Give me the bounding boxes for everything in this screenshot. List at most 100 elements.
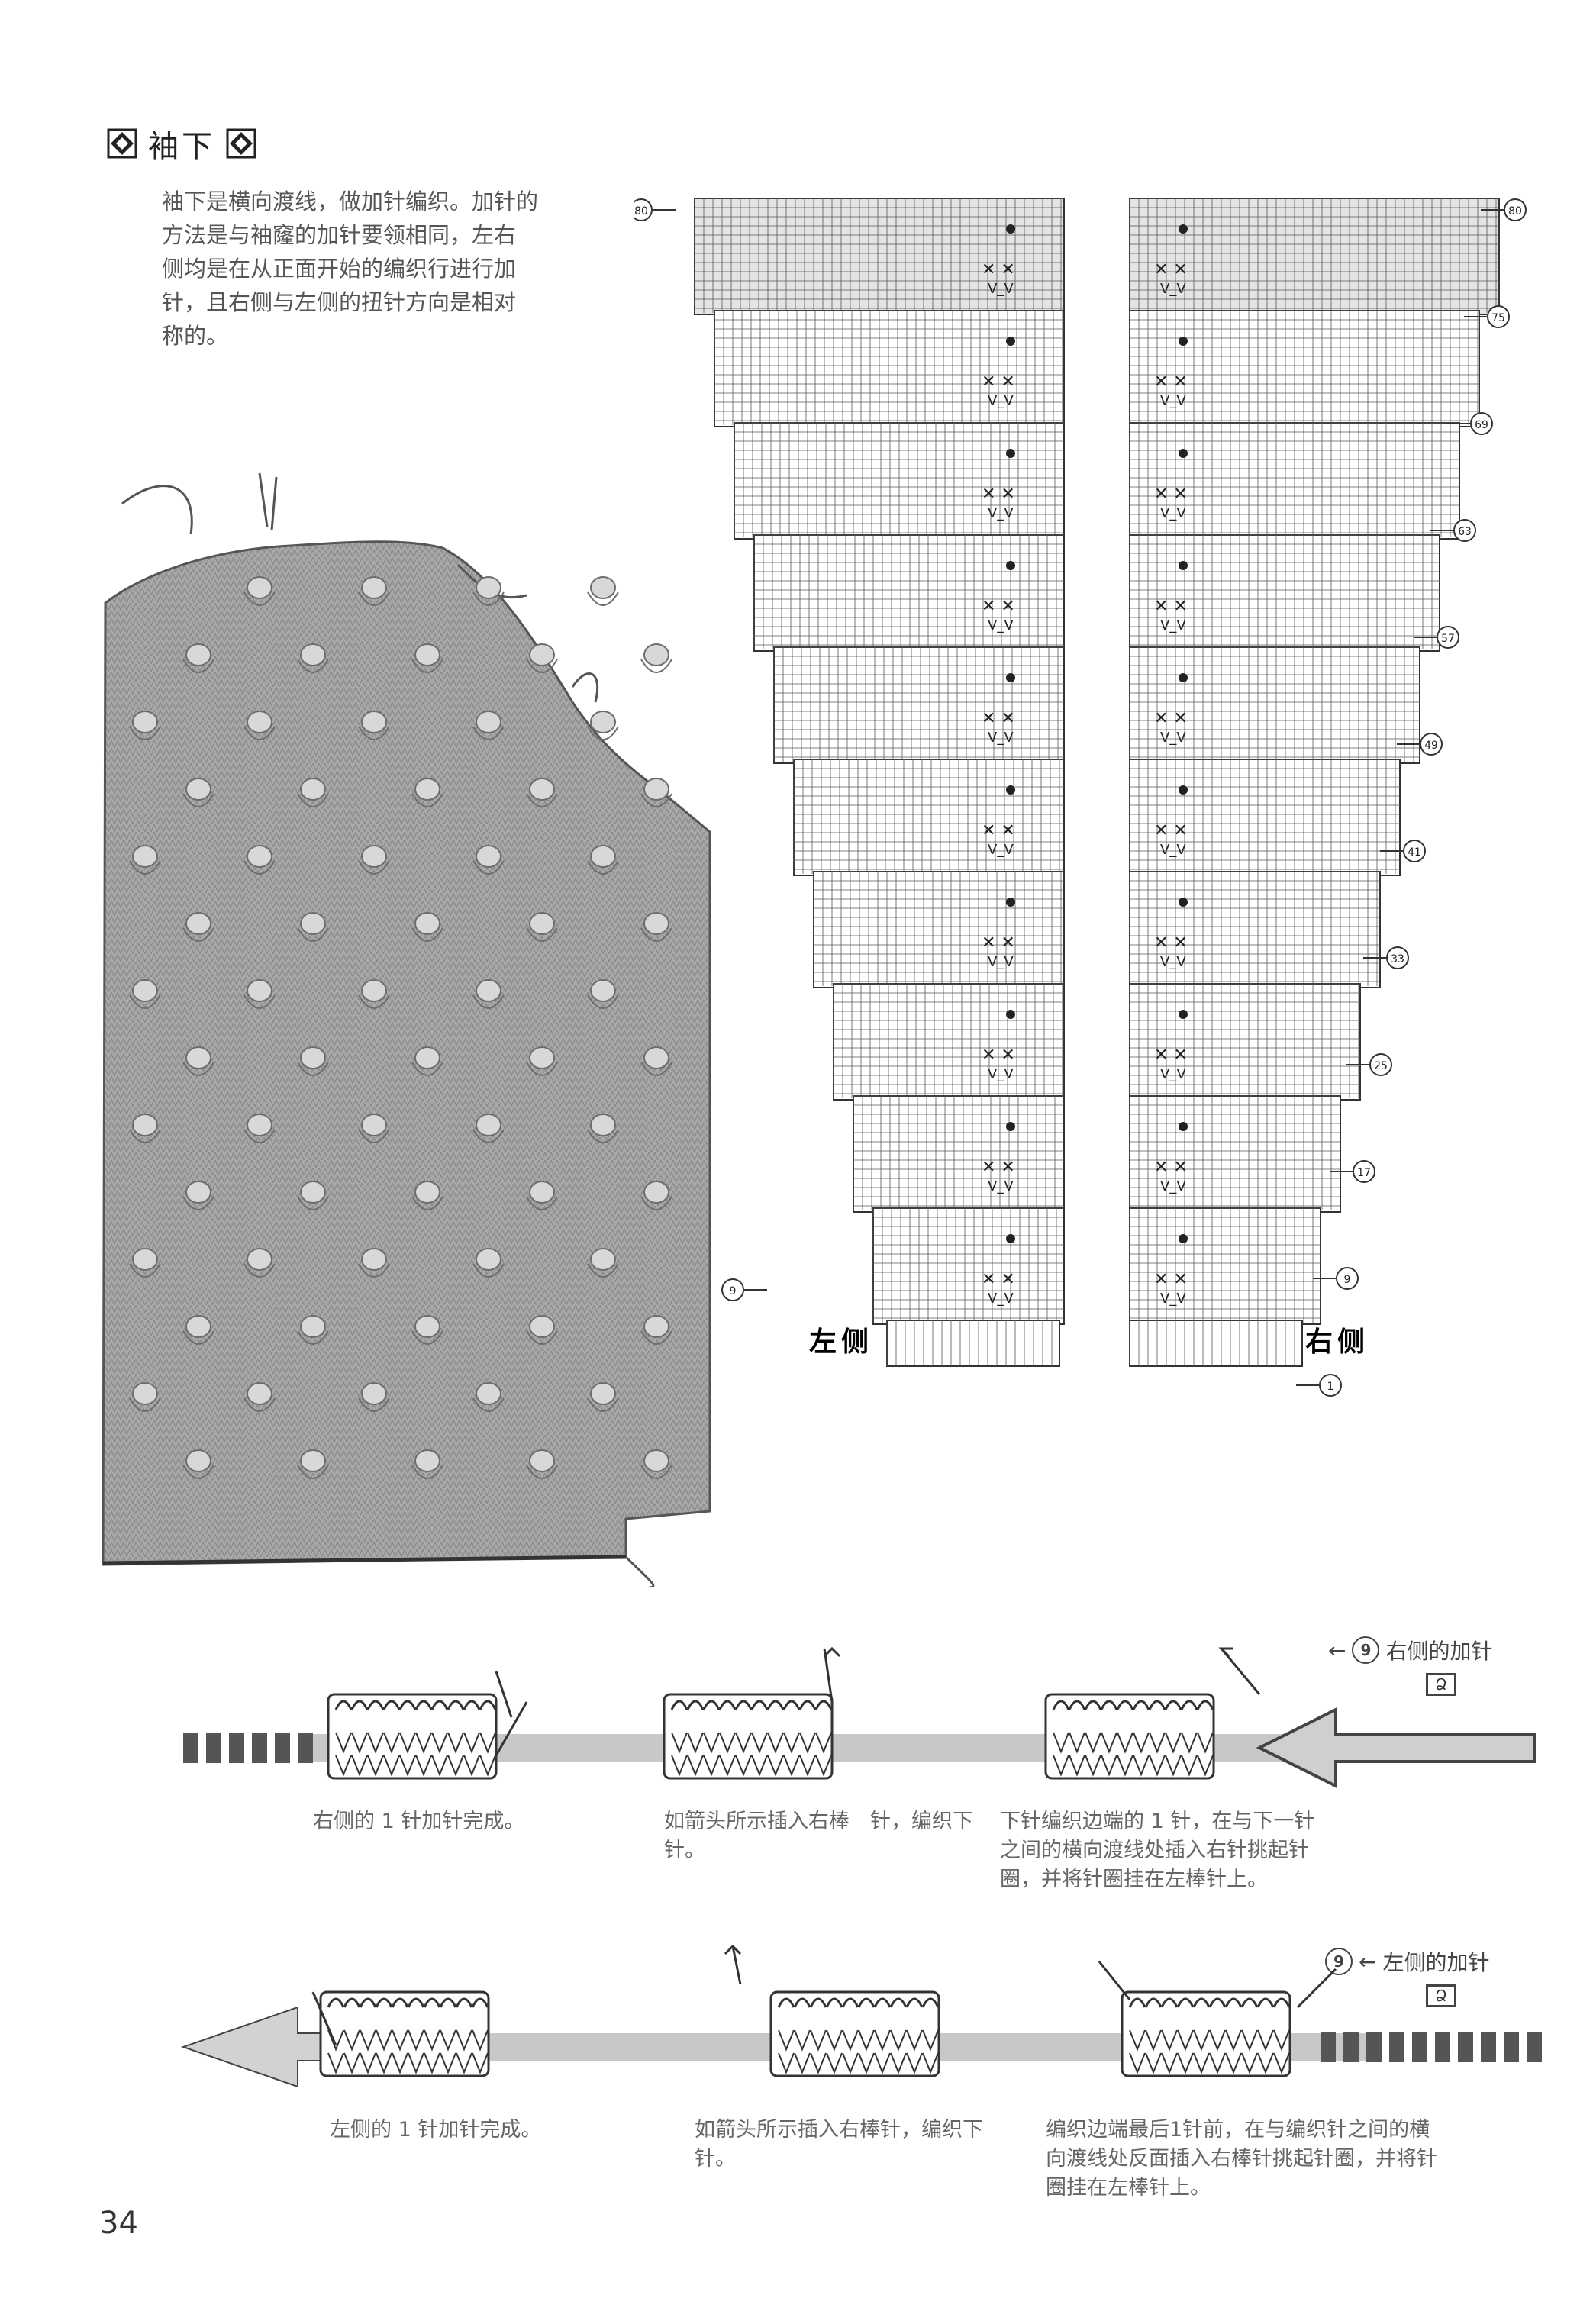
row-marker-label: 57 — [1441, 633, 1455, 645]
arrow-left-icon: ← — [1359, 1948, 1377, 1974]
bobble-stitch — [182, 1046, 214, 1076]
slip-symbol: V_V — [1160, 505, 1186, 521]
bobble-symbol — [1006, 449, 1015, 458]
bobble-symbol — [1179, 337, 1188, 346]
increase-symbol: Ձ — [1435, 1987, 1447, 2005]
knit-fabric — [1121, 1990, 1291, 2077]
bobble-stitch — [411, 1449, 443, 1479]
bobble-stitch — [411, 1046, 443, 1076]
slip-symbol: V_V — [988, 954, 1014, 970]
row-marker-label: 25 — [1374, 1060, 1388, 1072]
bobble-stitch — [472, 1382, 505, 1412]
cross-symbol: ✕ ✕ — [1154, 1046, 1188, 1065]
right-increase-title-text: 右侧的加针 — [1385, 1639, 1493, 1664]
cross-symbol: ✕ ✕ — [982, 597, 1015, 616]
cross-symbol: ✕ ✕ — [982, 821, 1015, 840]
bobble-stitch — [182, 778, 214, 807]
bobble-symbol — [1179, 673, 1188, 682]
chart-step-block — [793, 759, 1065, 876]
cross-symbol: ✕ ✕ — [982, 933, 1015, 952]
cross-symbol: ✕ ✕ — [982, 709, 1015, 728]
chart-step-block — [853, 1095, 1065, 1213]
right-step-3-caption: 右侧的 1 针加针完成。 — [313, 1810, 525, 1833]
bobble-stitch — [243, 1114, 276, 1143]
chart-step-block — [872, 1207, 1065, 1325]
bobble-symbol — [1006, 673, 1015, 682]
cross-symbol: ✕ ✕ — [982, 485, 1015, 504]
chart-step-block — [886, 1320, 1060, 1367]
bobble-stitch — [411, 1315, 443, 1345]
bobble-stitch — [358, 845, 390, 875]
bobble-stitch — [297, 1315, 329, 1345]
slip-symbol: V_V — [1160, 1066, 1186, 1082]
bobble-stitch — [358, 979, 390, 1009]
row-marker: 9 — [721, 1278, 767, 1301]
left-step-3-caption: 左侧的 1 针加针完成。 — [330, 2118, 542, 2142]
bobble-stitch — [243, 845, 276, 875]
cross-symbol: ✕ ✕ — [1154, 597, 1188, 616]
bobble-stitch — [358, 1382, 390, 1412]
slip-symbol: V_V — [1160, 1178, 1186, 1194]
bobble-stitch — [358, 576, 390, 606]
chart-step-block — [753, 534, 1065, 652]
left-side-label: 左侧 — [809, 1326, 873, 1358]
bobble-stitch — [182, 1315, 214, 1345]
bobble-stitch — [587, 711, 619, 740]
bobble-stitch — [526, 643, 558, 673]
bobble-symbol — [1006, 898, 1015, 907]
cross-symbol: ✕ ✕ — [1154, 260, 1188, 279]
knitted-swatch-photo — [102, 472, 711, 1587]
bobble-stitch — [129, 711, 161, 740]
bobble-stitch — [526, 1449, 558, 1479]
bobble-symbol — [1179, 1010, 1188, 1019]
bobble-stitch — [358, 1114, 390, 1143]
left-increase-title-text: 左侧的加针 — [1382, 1950, 1490, 1975]
intro-line: 侧均是在从正面开始的编织行进行加 — [162, 256, 517, 282]
row-marker-label: 1 — [1327, 1381, 1334, 1393]
row-marker-label: 63 — [1458, 526, 1472, 538]
slip-symbol: V_V — [988, 393, 1014, 409]
cross-symbol: ✕ ✕ — [1154, 709, 1188, 728]
cross-symbol: ✕ ✕ — [1154, 933, 1188, 952]
bobble-stitch — [411, 643, 443, 673]
bobble-stitch — [297, 1046, 329, 1076]
bobble-stitch — [129, 1114, 161, 1143]
bobble-stitch — [587, 1382, 619, 1412]
chart-step-block — [1129, 198, 1500, 315]
bobble-stitch — [640, 643, 672, 673]
bobble-stitch — [472, 1114, 505, 1143]
chart-step-block — [1129, 983, 1361, 1101]
bobble-stitch — [129, 1248, 161, 1278]
slip-symbol: V_V — [1160, 730, 1186, 746]
bobble-stitch — [472, 711, 505, 740]
cross-symbol: ✕ ✕ — [982, 1046, 1015, 1065]
row-marker-label: 9 — [730, 1285, 737, 1297]
bobble-stitch — [640, 778, 672, 807]
increase-symbol: Ձ — [1435, 1675, 1447, 1694]
chart-step-block — [714, 310, 1065, 427]
row-marker-label: 75 — [1491, 312, 1505, 324]
bobble-symbol — [1179, 898, 1188, 907]
bobble-symbol — [1006, 785, 1015, 795]
bobble-symbol — [1179, 1234, 1188, 1243]
bobble-stitch — [640, 1449, 672, 1479]
row-number-badge: 9 — [1352, 1636, 1380, 1664]
bobble-stitch — [472, 1248, 505, 1278]
bobble-stitch — [297, 778, 329, 807]
left-side-grid: ✕ ✕V_V✕ ✕V_V✕ ✕V_V✕ ✕V_V✕ ✕V_V✕ ✕V_V✕ ✕V… — [694, 198, 1065, 1367]
row-marker-label: 69 — [1475, 419, 1488, 431]
row-marker: 17 — [1330, 1160, 1375, 1183]
intro-line: 方法是与袖窿的加针要领相同，左右 — [162, 222, 517, 248]
bobble-symbol — [1006, 1010, 1015, 1019]
row-marker-label: 17 — [1357, 1167, 1371, 1179]
slip-symbol: V_V — [988, 1178, 1014, 1194]
bobble-symbol — [1179, 785, 1188, 795]
slip-symbol: V_V — [1160, 281, 1186, 297]
slip-symbol: V_V — [988, 1066, 1014, 1082]
cross-symbol: ✕ ✕ — [1154, 821, 1188, 840]
chart-step-block — [1129, 310, 1480, 427]
bobble-stitch — [640, 1315, 672, 1345]
bobble-symbol — [1006, 1122, 1015, 1131]
bobble-stitch — [411, 912, 443, 942]
right-increase-title: ← 9 右侧的加针 — [1328, 1635, 1492, 1665]
